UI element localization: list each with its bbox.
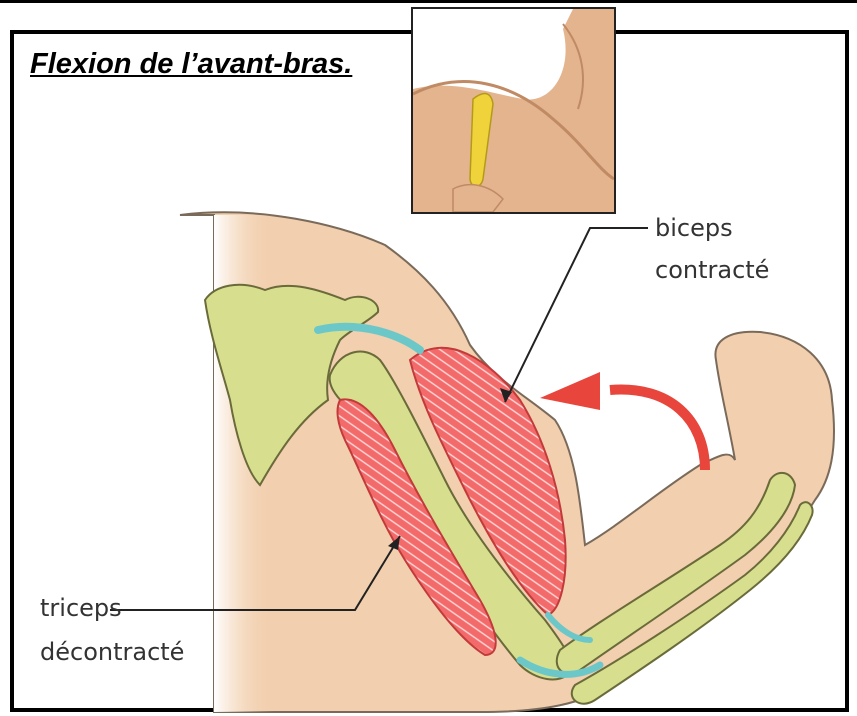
- biceps-label: biceps contracté: [655, 214, 769, 284]
- flexed-arm-photo: [411, 7, 616, 214]
- flexion-arrow: [610, 390, 705, 470]
- triceps-label: triceps décontracté: [40, 594, 184, 666]
- triceps-label-line2: décontracté: [40, 638, 184, 666]
- biceps-label-line1: biceps: [655, 214, 769, 242]
- flexion-arrow-head: [540, 372, 600, 410]
- page-title: Flexion de l’avant-bras.: [30, 48, 352, 81]
- flexed-arm-photo-icon: [413, 9, 614, 212]
- biceps-label-line2: contracté: [655, 256, 769, 284]
- triceps-label-line1: triceps: [40, 594, 184, 622]
- biceps-pointer: [505, 228, 648, 402]
